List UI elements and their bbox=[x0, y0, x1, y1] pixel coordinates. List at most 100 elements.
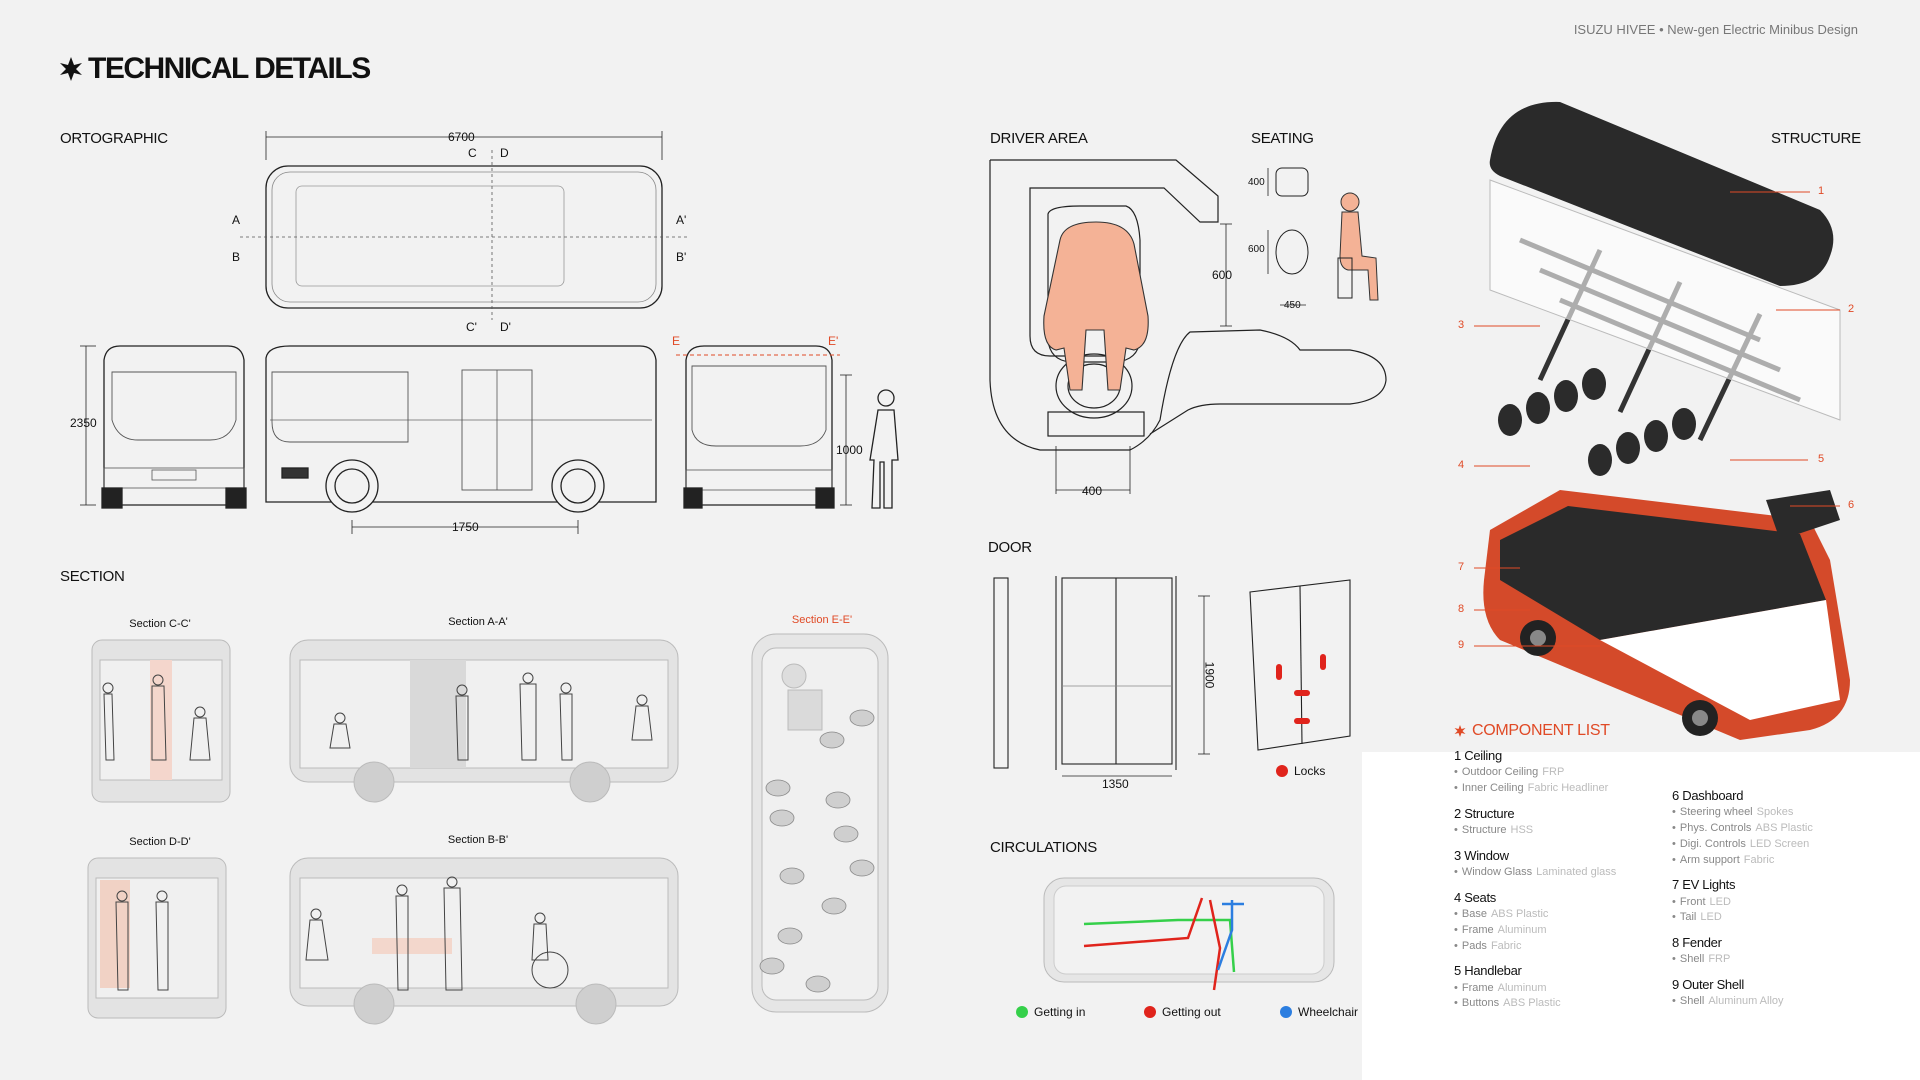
heading-section: SECTION bbox=[60, 568, 125, 585]
component-material: Aluminum Alloy bbox=[1708, 995, 1784, 1008]
dim-wheelbase: 1750 bbox=[452, 520, 479, 534]
label-section-dd: Section D-D' bbox=[129, 836, 191, 848]
page-title-text: TECHNICAL DETAILS bbox=[88, 52, 371, 85]
component-part: Frame bbox=[1461, 981, 1494, 994]
component-group-name: 3 Window bbox=[1454, 847, 1509, 863]
dim-height: 2350 bbox=[70, 416, 97, 430]
component-material: Spokes bbox=[1756, 806, 1794, 819]
starburst-icon bbox=[60, 57, 82, 81]
dim-seat-width: 450 bbox=[1284, 300, 1301, 311]
bullet-icon: • bbox=[1454, 981, 1458, 994]
bullet-icon: • bbox=[1672, 837, 1676, 850]
component-material: Fabric bbox=[1490, 939, 1522, 952]
bullet-icon: • bbox=[1454, 923, 1458, 936]
component-group-name: 1 Ceiling bbox=[1454, 748, 1502, 763]
brand-name: ISUZU HIVEE bbox=[1573, 22, 1656, 37]
header-separator: • bbox=[1659, 22, 1664, 37]
getting-out-label: Getting out bbox=[1162, 1005, 1221, 1019]
component-material: Aluminum bbox=[1497, 923, 1547, 936]
component-part: Structure bbox=[1461, 824, 1507, 836]
cut-c: C bbox=[468, 146, 477, 160]
heading-orthographic: ORTOGRAPHIC bbox=[60, 130, 168, 147]
heading-seating: SEATING bbox=[1251, 130, 1314, 147]
getting-in-dot-icon bbox=[1016, 1006, 1028, 1018]
callout-7: 7 bbox=[1458, 561, 1465, 573]
legend-getting-in: Getting in bbox=[1016, 1005, 1085, 1019]
dim-seat-back: 400 bbox=[1248, 177, 1265, 188]
bullet-icon: • bbox=[1454, 824, 1458, 836]
component-part: Tail bbox=[1679, 911, 1697, 924]
callout-5: 5 bbox=[1818, 453, 1825, 465]
callout-6: 6 bbox=[1848, 499, 1855, 511]
dim-driver-depth: 600 bbox=[1212, 268, 1233, 282]
component-part: Shell bbox=[1679, 953, 1705, 966]
cut-e-prime: E' bbox=[828, 334, 839, 348]
bullet-icon: • bbox=[1672, 895, 1676, 908]
getting-in-label: Getting in bbox=[1034, 1005, 1086, 1019]
component-part: Frame bbox=[1461, 923, 1494, 936]
getting-out-dot-icon bbox=[1144, 1006, 1156, 1018]
locks-label: Locks bbox=[1294, 764, 1326, 778]
legend-locks: Locks bbox=[1276, 764, 1325, 778]
starburst-small-icon bbox=[1454, 725, 1466, 737]
bullet-icon: • bbox=[1454, 766, 1458, 779]
component-part: Pads bbox=[1461, 939, 1487, 952]
component-material: Laminated glass bbox=[1536, 866, 1617, 878]
component-material: FRP bbox=[1708, 953, 1731, 966]
component-material: LED Screen bbox=[1749, 837, 1810, 850]
callout-3: 3 bbox=[1458, 319, 1465, 331]
bullet-icon: • bbox=[1454, 939, 1458, 952]
header-tagline: New-gen Electric Minibus Design bbox=[1667, 22, 1858, 37]
callout-4: 4 bbox=[1458, 459, 1465, 471]
component-part: Window Glass bbox=[1461, 866, 1533, 878]
bullet-icon: • bbox=[1454, 908, 1458, 920]
component-material: LED bbox=[1700, 911, 1722, 924]
dim-length: 6700 bbox=[448, 130, 475, 144]
component-part: Phys. Controls bbox=[1679, 822, 1752, 834]
component-group-name: 9 Outer Shell bbox=[1672, 977, 1744, 992]
component-part: Steering wheel bbox=[1679, 806, 1753, 819]
component-part: Digi. Controls bbox=[1679, 837, 1746, 850]
heading-circulations: CIRCULATIONS bbox=[990, 839, 1097, 856]
label-section-bb: Section B-B' bbox=[447, 834, 509, 846]
component-material: ABS Plastic bbox=[1503, 997, 1561, 1010]
legend-getting-out: Getting out bbox=[1144, 1005, 1221, 1019]
dim-floor-height: 1000 bbox=[836, 443, 863, 457]
cut-a: A bbox=[232, 213, 241, 227]
cut-b: B bbox=[232, 250, 241, 264]
component-part: Base bbox=[1461, 908, 1487, 920]
callout-9: 9 bbox=[1458, 639, 1465, 651]
bullet-icon: • bbox=[1454, 782, 1458, 794]
bullet-icon: • bbox=[1672, 822, 1676, 834]
bullet-icon: • bbox=[1672, 806, 1676, 819]
bullet-icon: • bbox=[1672, 853, 1676, 866]
bullet-icon: • bbox=[1672, 995, 1676, 1008]
label-section-ee: Section E-E' bbox=[791, 614, 853, 626]
dim-driver-width: 400 bbox=[1082, 484, 1103, 498]
component-part: Arm support bbox=[1679, 853, 1740, 866]
heading-structure: STRUCTURE bbox=[1771, 130, 1861, 147]
dim-door-width: 1350 bbox=[1102, 777, 1129, 791]
bullet-icon: • bbox=[1672, 953, 1676, 966]
